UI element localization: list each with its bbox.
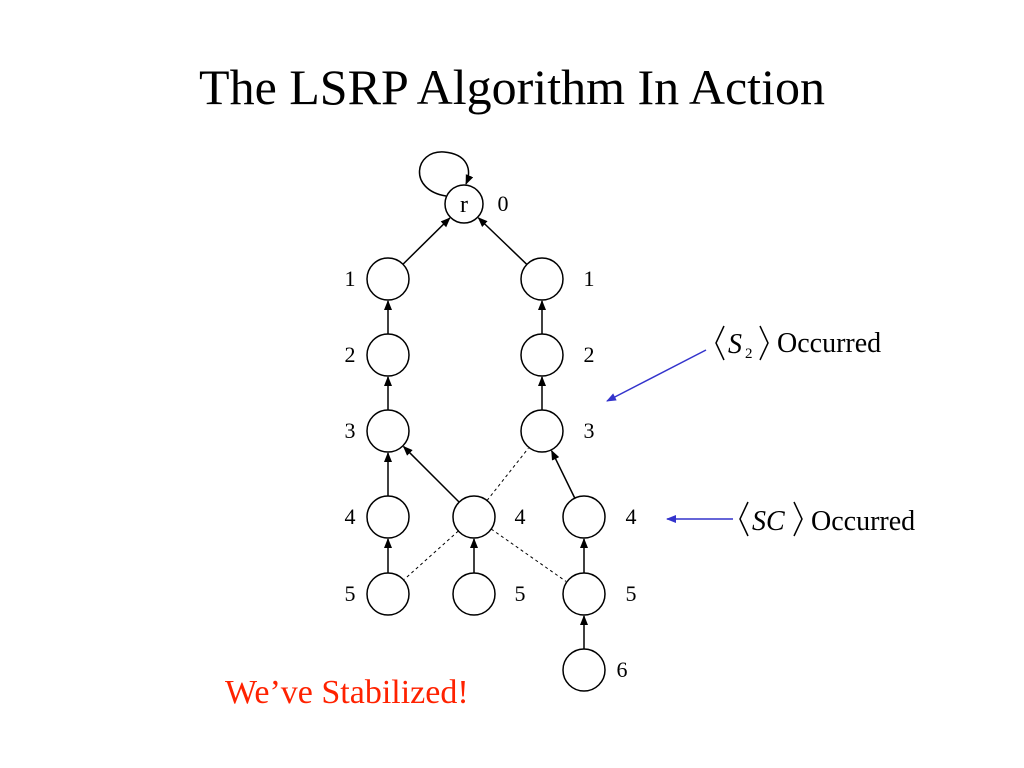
node-R6 [562, 648, 606, 692]
edge-M4-to-R5 [490, 528, 567, 582]
root-node-label: r [460, 192, 468, 218]
distance-label-M5: 5 [515, 581, 526, 606]
distance-label-L1: 1 [345, 266, 356, 291]
distance-label-R2: 2 [584, 342, 595, 367]
annotation-s2-text: Occurred [777, 328, 881, 359]
distance-label-R4: 4 [626, 504, 637, 529]
slide-title: The LSRP Algorithm In Action [199, 59, 825, 115]
annotation-sc: SC Occurred [666, 501, 915, 537]
node-r [444, 184, 484, 224]
node-R4 [562, 495, 606, 539]
node-L1 [366, 257, 410, 301]
angle-bracket-right [793, 501, 803, 537]
node-M5 [452, 572, 496, 616]
angle-bracket-left [715, 325, 725, 361]
node-L2 [366, 333, 410, 377]
stabilized-message: We’ve Stabilized! [225, 674, 469, 711]
root-self-loop [418, 151, 474, 197]
edge-R4-to-R3 [550, 449, 576, 499]
annotation-s2: S 2 Occurred [606, 325, 881, 402]
annotation-s2-subscript: 2 [745, 346, 753, 362]
angle-bracket-right [759, 325, 769, 361]
node-L5 [366, 572, 410, 616]
distance-label-L4: 4 [345, 504, 356, 529]
node-R1 [520, 257, 564, 301]
distance-label-r: 0 [498, 191, 509, 216]
node-M4 [452, 495, 496, 539]
angle-bracket-left [739, 501, 749, 537]
distance-label-R6: 6 [617, 657, 628, 682]
edge-M4-to-L3 [402, 445, 460, 503]
graph-nodes: r 0 1 2 3 4 5 1 2 3 4 5 4 5 6 [345, 184, 637, 692]
edge-R1-to-r [477, 217, 528, 265]
edge-M4-to-R3 [486, 447, 529, 501]
node-R5 [562, 572, 606, 616]
node-L4 [366, 495, 410, 539]
annotation-s2-symbol: S [728, 329, 742, 360]
graph-edges [384, 217, 588, 649]
node-R2 [520, 333, 564, 377]
distance-label-L3: 3 [345, 418, 356, 443]
distance-label-L5: 5 [345, 581, 356, 606]
distance-label-R1: 1 [584, 266, 595, 291]
node-L3 [366, 409, 410, 453]
node-R3 [520, 409, 564, 453]
distance-label-M4: 4 [515, 504, 526, 529]
annotation-s2-arrow [606, 349, 707, 402]
distance-label-R5: 5 [626, 581, 637, 606]
annotation-sc-symbol: SC [752, 506, 785, 537]
distance-label-R3: 3 [584, 418, 595, 443]
edge-M4-to-L5 [404, 530, 459, 580]
distance-label-L2: 2 [345, 342, 356, 367]
edge-L1-to-r [402, 217, 451, 265]
annotation-sc-text: Occurred [811, 506, 915, 537]
